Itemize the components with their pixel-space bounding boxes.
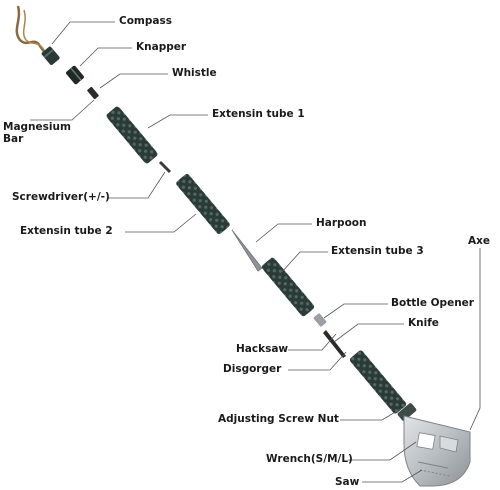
compass-part [41, 46, 60, 65]
label-axe: Axe [468, 235, 491, 247]
label-extension-tube-2: Extensin tube 2 [20, 225, 113, 237]
extension-tube-1-part [106, 106, 158, 164]
shovel-blade-part [403, 415, 471, 487]
rope-lanyard-strand [22, 9, 45, 51]
leader-disgorger [288, 351, 347, 371]
leader-extension-3 [281, 251, 328, 273]
leader-lines [30, 21, 481, 483]
extension-tube-2-part [176, 174, 230, 234]
leader-hacksaw [288, 333, 337, 351]
screwdriver-part [158, 160, 172, 174]
knapper-part [66, 65, 84, 85]
label-extension-tube-3: Extensin tube 3 [331, 245, 424, 257]
adjusting-screw-nut-part [397, 403, 417, 421]
label-screwdriver: Screwdriver(+/-) [12, 191, 110, 203]
leader-whistle [99, 73, 168, 89]
leader-compass [51, 21, 115, 45]
leader-wrench [348, 441, 417, 461]
leader-bottle-opener [323, 303, 388, 319]
label-disgorger: Disgorger [223, 363, 282, 375]
leader-harpoon [255, 223, 312, 243]
label-knapper: Knapper [136, 41, 187, 53]
extension-tube-3-part [261, 257, 315, 317]
label-adjusting-screw-nut: Adjusting Screw Nut [218, 413, 339, 425]
bottle-opener-part [313, 313, 327, 327]
harpoon-part [231, 229, 263, 272]
label-hacksaw: Hacksaw [236, 343, 289, 355]
leader-adjusting-nut [340, 407, 403, 421]
label-compass: Compass [119, 15, 172, 27]
shovel-handle-part [349, 350, 407, 414]
label-knife: Knife [408, 317, 439, 329]
label-wrench: Wrench(S/M/L) [266, 453, 353, 465]
label-saw: Saw [335, 476, 360, 488]
leader-extension-1 [147, 114, 208, 129]
whistle-part [87, 86, 99, 100]
label-harpoon: Harpoon [316, 217, 367, 229]
knife-part [323, 330, 346, 358]
leader-axe [469, 248, 481, 431]
leader-saw [362, 469, 423, 483]
leader-extension-2 [125, 213, 197, 233]
leader-magnesium [30, 99, 95, 121]
label-whistle: Whistle [172, 67, 217, 79]
label-magnesium-bar: Magnesium Bar [3, 121, 71, 145]
label-bottle-opener: Bottle Opener [391, 297, 474, 309]
leader-knife [333, 323, 404, 343]
rope-lanyard [15, 5, 51, 58]
label-extension-tube-1: Extensin tube 1 [212, 108, 305, 120]
leader-screwdriver [108, 171, 166, 199]
leader-knapper [79, 47, 132, 67]
